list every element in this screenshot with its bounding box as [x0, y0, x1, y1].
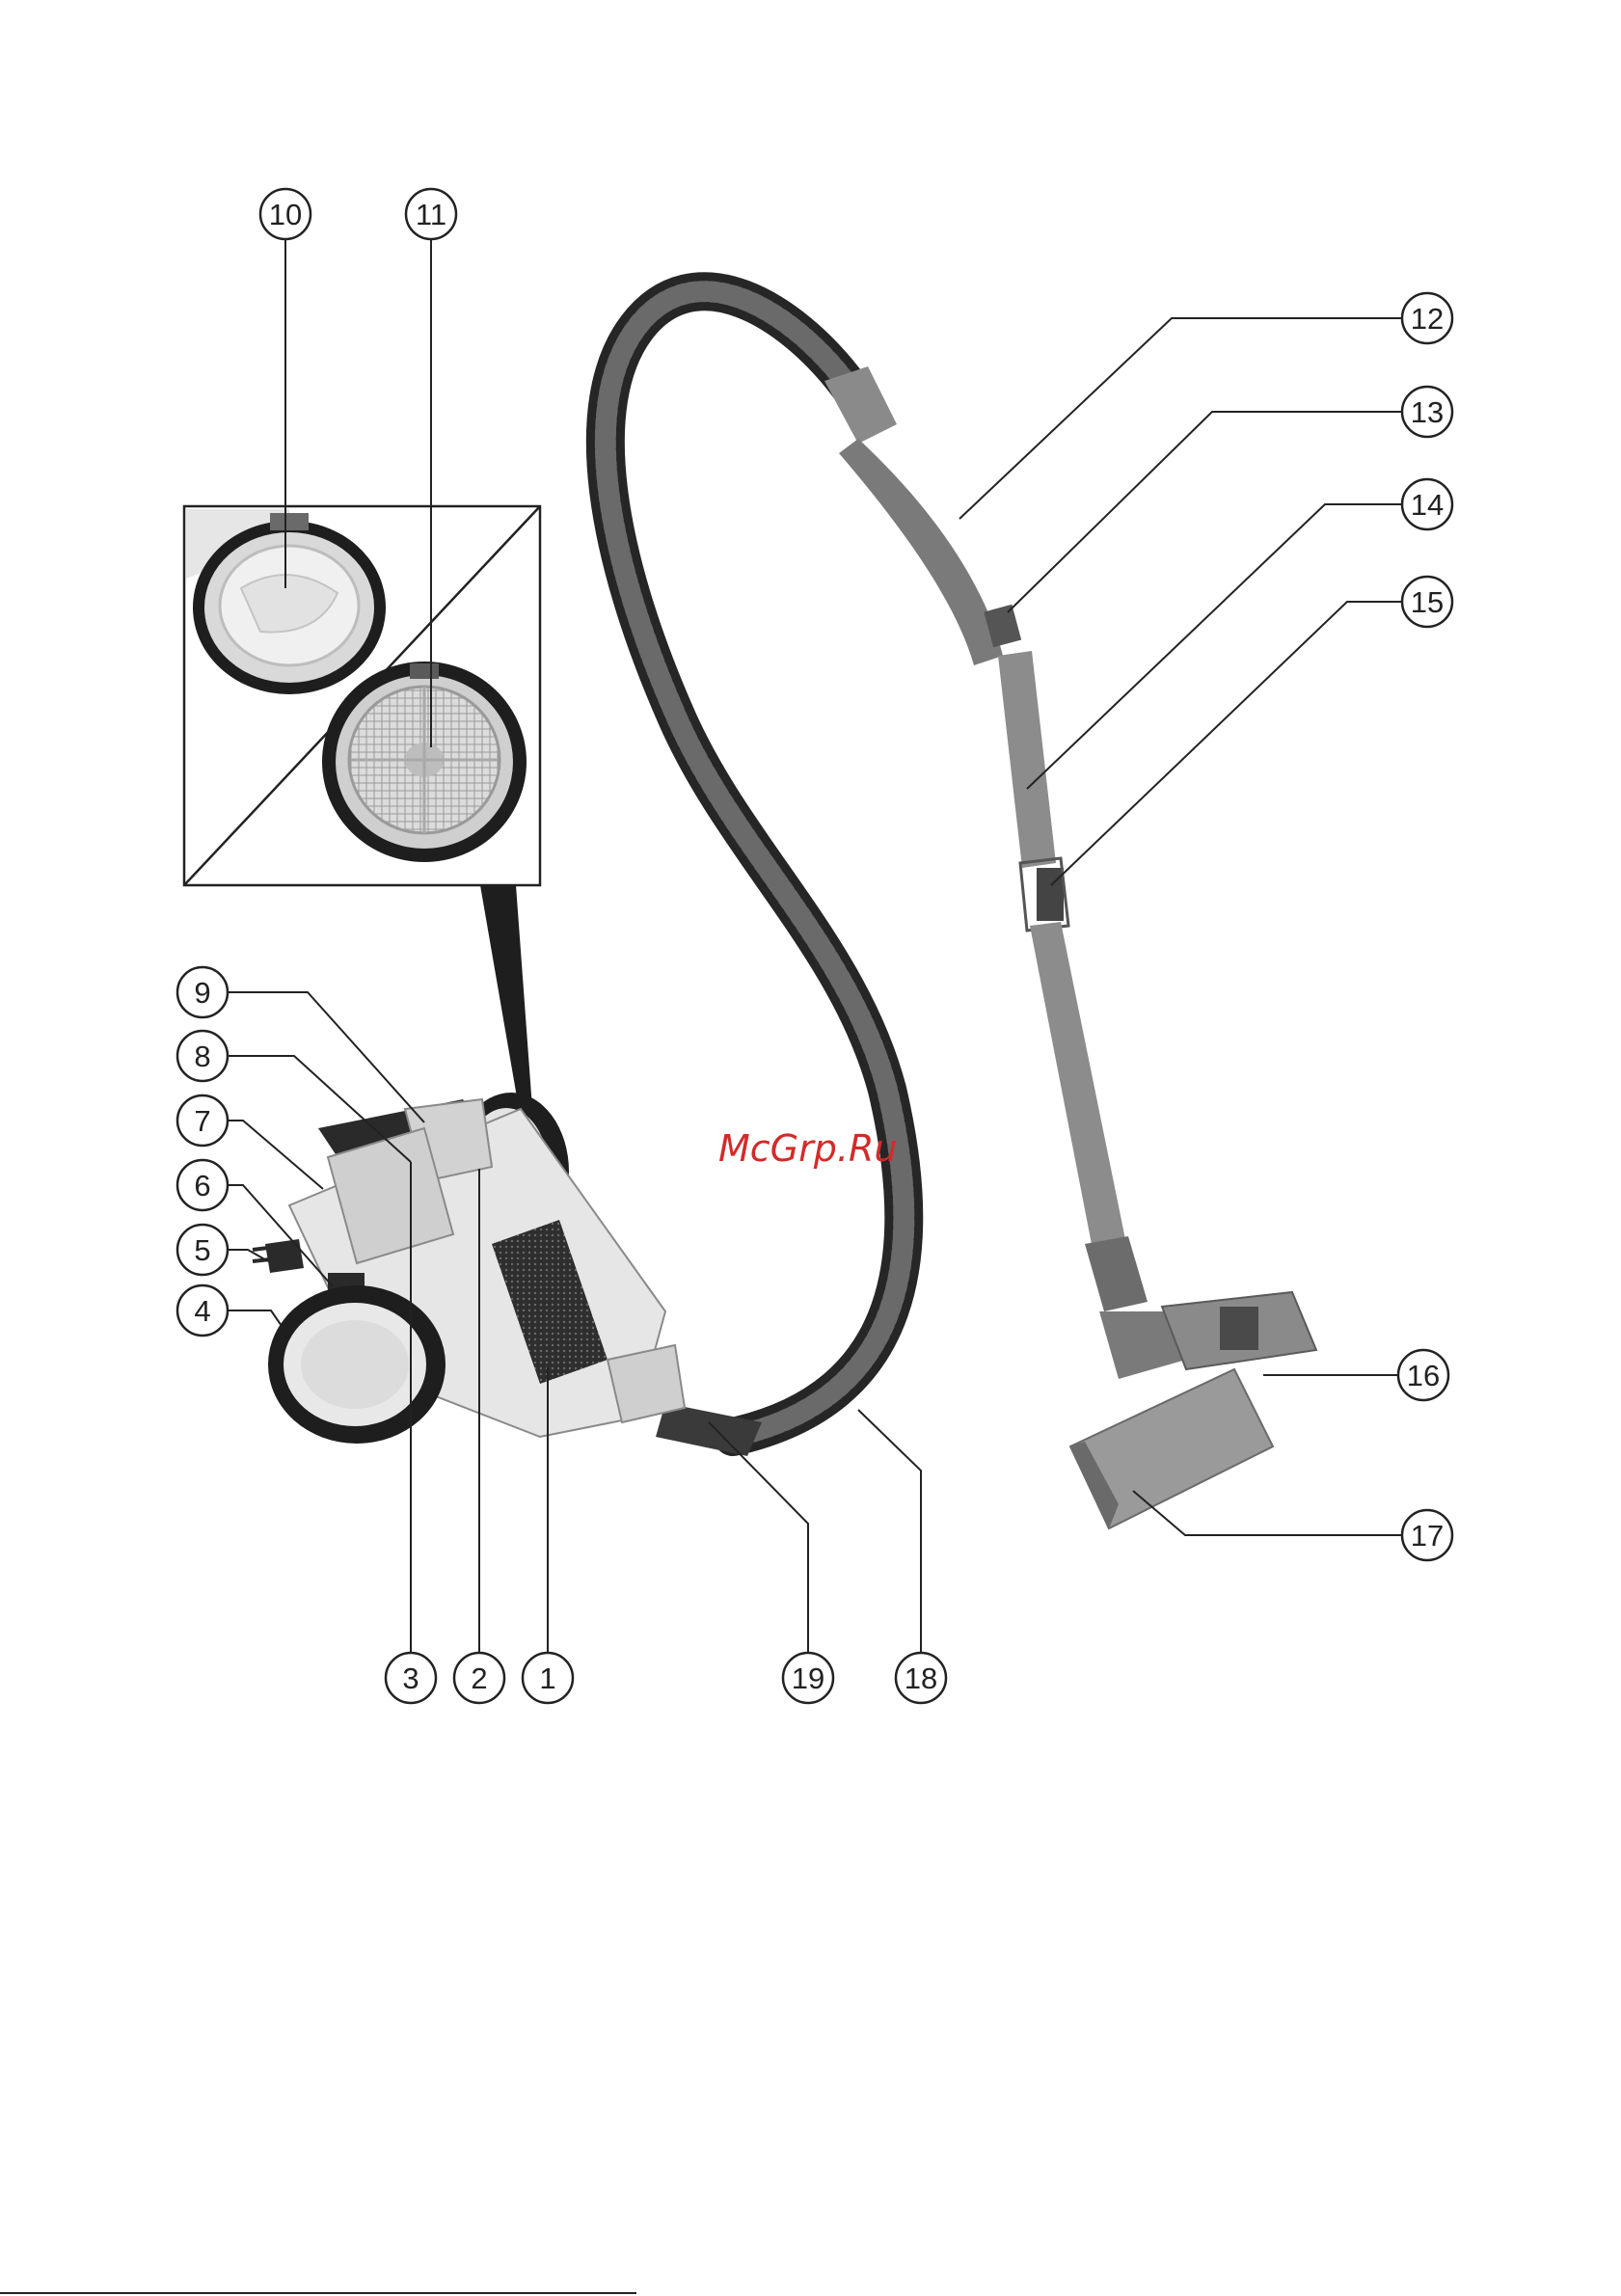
callout-7-label: 7 [194, 1104, 210, 1138]
callout-11: 11 [406, 189, 456, 239]
callout-5: 5 [177, 1225, 228, 1275]
callout-19-label: 19 [792, 1661, 824, 1695]
callout-8: 8 [177, 1031, 228, 1081]
watermark-text: McGrp.Ru [718, 1127, 897, 1170]
callout-15: 15 [1402, 577, 1452, 627]
leader-15 [1051, 602, 1406, 885]
callout-1-label: 1 [539, 1661, 555, 1695]
callout-19: 19 [783, 1653, 833, 1703]
callout-12-label: 12 [1411, 302, 1444, 336]
callout-15-label: 15 [1411, 585, 1444, 619]
callout-18: 18 [896, 1653, 946, 1703]
callout-14-label: 14 [1411, 488, 1444, 522]
leader-13 [1008, 412, 1406, 612]
callout-6: 6 [177, 1160, 228, 1210]
callout-16: 16 [1398, 1350, 1448, 1400]
callout-10: 10 [260, 189, 311, 239]
callout-9: 9 [177, 967, 228, 1017]
callout-5-label: 5 [194, 1233, 210, 1267]
filter-detail-inset [184, 506, 540, 885]
callout-2: 2 [454, 1653, 504, 1703]
leader-9 [222, 992, 424, 1122]
callout-3-label: 3 [402, 1661, 419, 1695]
callout-13: 13 [1402, 387, 1452, 437]
callout-6-label: 6 [194, 1169, 210, 1202]
callout-17: 17 [1402, 1510, 1452, 1560]
floor-nozzle-illustration [1070, 1292, 1316, 1528]
callout-1: 1 [523, 1653, 573, 1703]
callout-18-label: 18 [905, 1661, 937, 1695]
leader-7 [222, 1121, 323, 1189]
callout-2-label: 2 [471, 1661, 487, 1695]
callout-8-label: 8 [194, 1040, 210, 1073]
callout-14: 14 [1402, 479, 1452, 529]
leader-12 [959, 318, 1406, 519]
callout-10-label: 10 [269, 198, 302, 231]
leader-18 [858, 1410, 921, 1659]
callout-3: 3 [386, 1653, 436, 1703]
leader-4 [222, 1310, 282, 1326]
callout-7: 7 [177, 1095, 228, 1146]
callout-16-label: 16 [1407, 1359, 1440, 1392]
leader-17 [1133, 1491, 1406, 1535]
callout-12: 12 [1402, 293, 1452, 343]
leader-14 [1027, 504, 1406, 789]
callout-4-label: 4 [194, 1294, 210, 1328]
callout-13-label: 13 [1411, 395, 1444, 429]
leader-19 [709, 1422, 808, 1659]
filter-disc-illustration [322, 662, 527, 862]
callout-11-label: 11 [416, 198, 446, 231]
callout-4: 4 [177, 1285, 228, 1336]
callout-9-label: 9 [194, 976, 210, 1010]
callout-17-label: 17 [1411, 1519, 1444, 1553]
